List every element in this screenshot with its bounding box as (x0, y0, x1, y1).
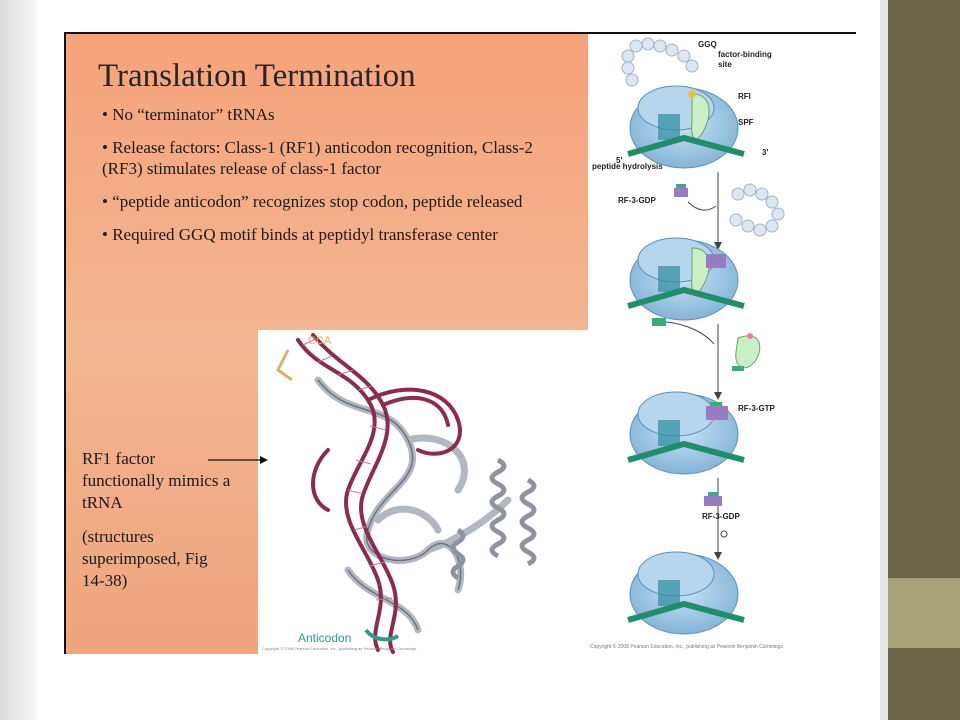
rf3-gdp-label: RF-3-GDP (702, 512, 740, 521)
bullet-item: • Required GGQ motif binds at peptidyl t… (102, 225, 498, 244)
bullet-item: • No “terminator” tRNAs (102, 105, 275, 124)
structures-caption: (structures superimposed, Fig 14-38) (82, 527, 208, 590)
cca-label: CCA (308, 335, 332, 347)
structure-copyright: Copyright © 2008 Pearson Education, Inc.… (262, 646, 416, 651)
decorative-sidebar-accent (888, 578, 960, 648)
anticodon-label: Anticodon (298, 631, 351, 645)
slide-left-margin (0, 0, 36, 720)
rf1-trna-structure-image: CCA Anticodon Copyright © 2008 Pearson E… (258, 330, 588, 654)
peptide-hydrolysis-label: peptide hydrolysis (592, 162, 663, 171)
bullet-item: • “peptide anticodon” recognizes stop co… (102, 192, 523, 211)
text-panel: Translation Termination • No “terminator… (66, 34, 588, 654)
rf1-label: RFI (738, 92, 751, 101)
rf1-trna-structure-illustration: CCA Anticodon Copyright © 2008 Pearson E… (262, 333, 537, 654)
rf1-caption: RF1 factor functionally mimics a tRNA (82, 449, 231, 512)
three-prime-label: 3' (762, 148, 769, 157)
factor-binding-site-label: site (718, 60, 732, 69)
bullet-list: • No “terminator” tRNAs • Release factor… (102, 104, 562, 257)
slide-figure-frame: Translation Termination • No “terminator… (64, 32, 856, 654)
ggq-label: GGQ (698, 40, 717, 49)
cycle-copyright: Copyright © 2008 Pearson Education, Inc.… (590, 644, 783, 650)
five-prime-label: 5' (616, 156, 623, 165)
termination-cycle-illustration (621, 37, 785, 635)
rf3-gdp-label: RF-3-GDP (618, 196, 656, 205)
rf1-caption-block: RF1 factor functionally mimics a tRNA (s… (82, 448, 232, 592)
slide-right-margin (880, 0, 888, 720)
spf-label: SPF (738, 118, 754, 127)
termination-cycle-figure: GGQ factor-binding site RFI SPF peptide … (588, 34, 856, 654)
bullet-item: • Release factors: Class-1 (RF1) anticod… (102, 138, 533, 178)
rf3-gtp-label: RF-3-GTP (738, 404, 775, 413)
factor-binding-label: factor-binding (718, 50, 772, 59)
slide-title: Translation Termination (98, 58, 416, 94)
pointer-arrow-icon (208, 456, 268, 464)
